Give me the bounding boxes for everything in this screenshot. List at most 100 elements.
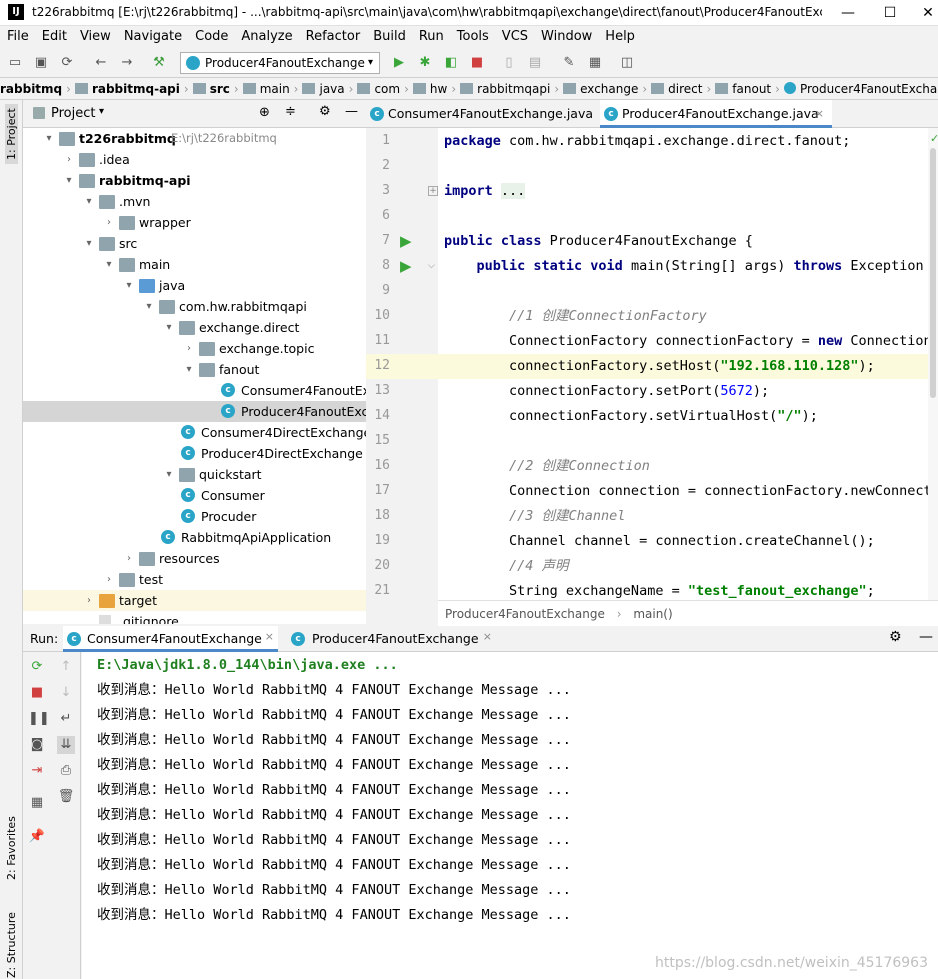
back-icon[interactable]: ← [95,55,107,70]
tree-item[interactable]: .gitignore [23,611,366,624]
down-icon[interactable]: ↓ [60,685,72,700]
pause-icon[interactable]: ❚❚ [28,711,50,726]
scroll-to-end-icon[interactable]: ⇊ [57,736,75,754]
menu-item-build[interactable]: Build [373,29,406,44]
pin-icon[interactable]: 📌 [28,829,46,844]
tree-item[interactable]: ▾.mvn [23,191,366,212]
chevron-right-icon[interactable]: › [127,553,131,564]
collapse-icon[interactable]: ≑ [285,104,296,119]
menu-item-navigate[interactable]: Navigate [123,29,183,44]
breadcrumb-item[interactable]: Producer4FanoutExchang [799,82,938,96]
menu-item-code[interactable]: Code [195,29,229,44]
menu-item-vcs[interactable]: VCS [501,29,529,44]
editor-scrollbar[interactable]: ✓ [928,128,938,600]
chevron-right-icon[interactable]: › [107,574,111,585]
chevron-down-icon[interactable]: ▾ [66,175,72,186]
trash-icon[interactable]: 🗑 [57,789,75,804]
tree-item[interactable]: ›target [23,590,366,611]
fold-icon[interactable]: ⌵ [428,261,435,271]
minimize-button[interactable]: — [841,5,855,21]
favorites-tool-tab[interactable]: 2: Favorites [5,816,18,880]
tree-item[interactable]: cConsumer4FanoutExchar [23,380,366,401]
tree-item[interactable]: ▾java [23,275,366,296]
tree-item[interactable]: ›.idea [23,149,366,170]
tree-item[interactable]: ▾src [23,233,366,254]
chevron-right-icon[interactable]: › [87,595,91,606]
chevron-right-icon[interactable]: › [187,343,191,354]
chevron-down-icon[interactable]: ▾ [186,364,192,375]
soft-wrap-icon[interactable]: ↵ [60,711,72,726]
chevron-down-icon[interactable]: ▾ [86,238,92,249]
chevron-down-icon[interactable]: ▾ [166,322,172,333]
forward-icon[interactable]: → [121,55,133,70]
scroll-thumb[interactable] [930,148,936,398]
stop-icon[interactable]: ■ [30,685,44,700]
sdk-icon[interactable]: ◫ [620,55,634,70]
tree-item[interactable]: ▾com.hw.rabbitmqapi [23,296,366,317]
print-icon[interactable]: ⎙ [60,763,72,778]
hide-icon[interactable]: — [345,104,358,119]
close-tab-icon[interactable]: × [814,107,824,120]
menu-item-file[interactable]: File [7,29,29,44]
tree-item[interactable]: ▾main [23,254,366,275]
breadcrumb-item[interactable]: fanout [732,82,772,96]
tree-item[interactable]: ›resources [23,548,366,569]
menu-item-help[interactable]: Help [605,29,635,44]
breadcrumb-item[interactable]: exchange [580,82,639,96]
open-folder-icon[interactable]: ▭ [8,55,22,70]
run-tab-consumer[interactable]: c Consumer4FanoutExchange × [63,626,278,652]
breadcrumb-item[interactable]: com [374,82,401,96]
build-hammer-icon[interactable]: ⚒ [153,55,165,70]
run-icon[interactable]: ▶ [394,55,404,70]
editor-breadcrumb-method[interactable]: main() [633,607,673,621]
save-icon[interactable]: ▣ [34,55,48,70]
tree-item[interactable]: ▾quickstart [23,464,366,485]
chevron-right-icon[interactable]: › [67,154,71,165]
locate-icon[interactable]: ⊕ [259,105,270,120]
maximize-button[interactable]: ☐ [883,5,897,21]
run-tab-producer[interactable]: c Producer4FanoutExchange × [281,626,496,652]
structure-tool-tab[interactable]: Z: Structure [5,912,18,978]
menu-item-edit[interactable]: Edit [41,29,67,44]
run-gutter-icon[interactable]: ▶ [400,257,412,275]
breadcrumb-item[interactable]: direct [668,82,703,96]
attach-icon[interactable]: ▯ [505,55,513,70]
camera-icon[interactable]: ◙ [30,737,44,752]
tree-item[interactable]: ▾rabbitmq-api [23,170,366,191]
chevron-right-icon[interactable]: › [107,217,111,228]
code-editor[interactable]: package com.hw.rabbitmqapi.exchange.dire… [438,128,928,600]
breadcrumb-item[interactable]: java [319,82,345,96]
chevron-down-icon[interactable]: ▾ [166,469,172,480]
chevron-down-icon[interactable]: ▾ [146,301,152,312]
hide-icon[interactable]: — [919,629,933,645]
menu-item-tools[interactable]: Tools [456,29,489,44]
chevron-down-icon[interactable]: ▾ [46,133,52,144]
chevron-down-icon[interactable]: ▾ [86,196,92,207]
stop-icon[interactable]: ■ [470,55,484,70]
breadcrumb-item[interactable]: rabbitmqapi [477,82,551,96]
editor-tab-consumer[interactable]: c Consumer4FanoutExchange.java [366,100,598,128]
project-structure-icon[interactable]: ▦ [588,55,602,70]
terminal-icon[interactable]: ▤ [528,55,542,70]
editor-breadcrumb-class[interactable]: Producer4FanoutExchange [445,607,605,621]
chevron-down-icon[interactable]: ▾ [99,106,105,117]
settings-wrench-icon[interactable]: ✎ [563,55,575,70]
editor-tab-producer[interactable]: c Producer4FanoutExchange.java × [600,100,832,128]
fold-icon[interactable]: + [428,186,438,196]
close-tab-icon[interactable]: × [264,630,274,643]
breadcrumb-item[interactable]: src [209,82,230,96]
up-icon[interactable]: ↑ [60,659,72,674]
run-configuration-select[interactable]: Producer4FanoutExchange ▾ [180,52,380,74]
rerun-icon[interactable]: ⟳ [31,659,43,674]
console-output[interactable]: E:\Java\jdk1.8.0_144\bin\java.exe ... ht… [82,652,938,979]
layout-icon[interactable]: ▦ [30,795,44,810]
tree-item[interactable]: ▾exchange.direct [23,317,366,338]
breadcrumb-item[interactable]: rabbitmq [0,82,63,96]
menu-item-view[interactable]: View [79,29,111,44]
